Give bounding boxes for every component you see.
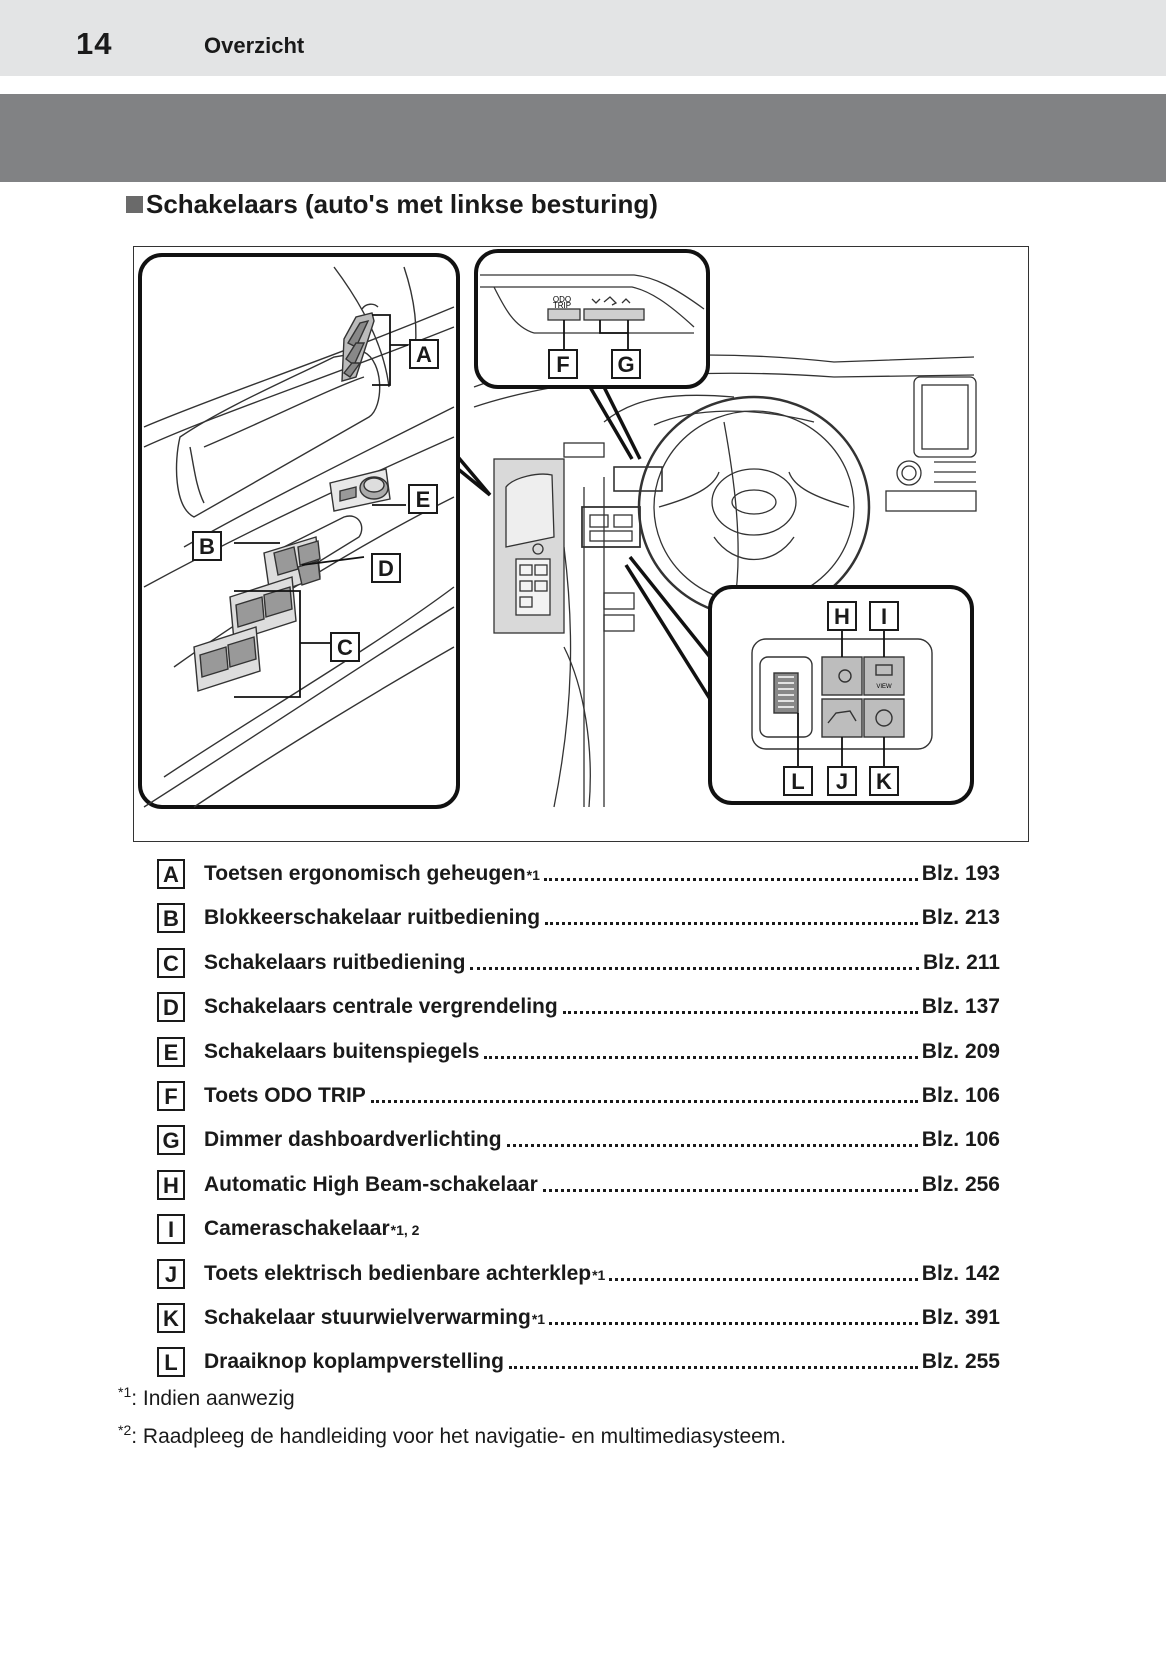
page-header-bar [0,0,1166,76]
legend-label: Automatic High Beam-schakelaar [204,1172,538,1196]
callout-label-h: H [827,601,857,631]
legend-letter: A [157,859,185,889]
page-reference[interactable]: Blz. 142 [921,1261,1000,1285]
callout-label-b: B [192,531,222,561]
footnote-ref: *1 [531,1310,546,1327]
callout-label-l: L [783,766,813,796]
page-reference[interactable]: Blz. 106 [921,1083,1000,1107]
dot-leader [562,1011,918,1015]
footnote-1: *1: Indien aanwezig [118,1384,295,1411]
page-reference[interactable]: Blz. 106 [921,1128,1000,1152]
legend-letter: I [157,1214,185,1245]
illustration-drawing: ODO TRIP [138,249,977,809]
legend-letter: C [157,947,185,978]
legend-row: E Schakelaars buitenspiegels Blz. 209 [157,1034,1000,1078]
dot-leader [484,1055,918,1059]
legend-letter: B [157,903,185,934]
dot-leader [543,878,918,881]
dot-leader [542,1188,918,1192]
legend-row: A Toetsen ergonomisch geheugen*1 Blz. 193 [157,856,1000,900]
dot-leader [470,966,919,970]
dot-leader [609,1277,918,1281]
dot-leader [370,1099,918,1103]
callout-label-g: G [611,349,641,379]
trip-text: TRIP [553,301,571,310]
legend-label: Dimmer dashboardverlichting [204,1128,502,1152]
square-bullet-icon [126,196,143,213]
callout-label-c: C [330,632,360,662]
footnote-mark: *2 [118,1422,132,1438]
footnote-ref: *1 [592,1266,606,1283]
dot-leader [549,1321,918,1325]
callout-label-k: K [869,766,899,796]
legend-row: F Toets ODO TRIP Blz. 106 [157,1078,1000,1122]
legend-letter: K [157,1302,185,1333]
legend-letter: L [157,1347,185,1378]
legend-label: Draaiknop koplampverstelling [204,1350,504,1374]
chapter-title: Overzicht [204,33,305,58]
page-reference[interactable]: Blz. 255 [921,1350,1000,1374]
legend-letter: F [157,1080,185,1111]
footnote-text: : Indien aanwezig [131,1387,295,1410]
legend-label: Schakelaars buitenspiegels [204,1039,480,1063]
legend-label: Cameraschakelaar [204,1217,390,1241]
footnote-ref: *1, 2 [390,1222,420,1239]
legend-letter: D [157,992,185,1023]
page-reference[interactable]: Blz. 211 [922,950,1000,974]
callout-label-a: A [409,339,439,369]
page-reference[interactable]: Blz. 137 [921,995,1000,1019]
section-heading: Schakelaars (auto's met linkse besturing… [126,189,658,220]
legend-letter: G [157,1125,185,1156]
legend-row: J Toets elektrisch bedienbare achterklep… [157,1256,1000,1300]
legend-label: Schakelaar stuurwielverwarming [204,1305,531,1329]
legend-label: Toets elektrisch bedienbare achterklep [204,1261,592,1285]
legend-label: Schakelaars centrale vergrendeling [204,995,558,1019]
footnote-2: *2: Raadpleeg de handleiding voor het na… [118,1422,786,1449]
dot-leader [508,1366,918,1370]
legend-letter: H [157,1169,185,1200]
odo-text: ODO [553,295,571,304]
legend-row: L Draaiknop koplampverstelling Blz. 255 [157,1344,1000,1388]
legend-row: B Blokkeerschakelaar ruitbediening Blz. 2… [157,900,1000,944]
callout-label-d: D [371,553,401,583]
dot-leader [506,1144,918,1148]
footnote-text: : Raadpleeg de handleiding voor het navi… [131,1425,787,1448]
legend-row: D Schakelaars centrale vergrendeling Blz.… [157,989,1000,1033]
legend-row: C Schakelaars ruitbediening Blz. 211 [157,945,1000,989]
callout-label-j: J [827,766,857,796]
page-number: 14 [76,26,113,61]
page-reference[interactable]: Blz. 213 [921,906,1000,930]
legend-label: Toetsen ergonomisch geheugen [204,862,526,885]
footnote-mark: *1 [118,1384,132,1400]
legend-label: Schakelaars ruitbediening [204,950,466,974]
dot-leader [545,922,918,926]
callout-label-e: E [408,484,438,514]
footnote-ref: *1 [526,867,540,883]
legend-letter: J [157,1258,185,1289]
legend-letter: E [157,1036,185,1067]
page-reference[interactable]: Blz. 209 [921,1039,1000,1063]
legend-row: H Automatic High Beam-schakelaar Blz. 256 [157,1167,1000,1211]
callout-label-i: I [869,601,899,631]
page-reference[interactable]: Blz. 391 [921,1305,1000,1329]
page-reference[interactable]: Blz. 256 [921,1172,1000,1196]
legend-row: I Cameraschakelaar*1, 2 [157,1211,1000,1255]
section-title-text: Schakelaars (auto's met linkse besturing… [146,189,658,219]
callout-label-f: F [548,349,578,379]
legend-label: Toets ODO TRIP [204,1083,366,1107]
legend-row: K Schakelaar stuurwielverwarming*1 Blz. 3… [157,1300,1000,1344]
view-text: VIEW [876,684,892,690]
page-reference[interactable]: Blz. 193 [921,862,1000,885]
switch-overview-illustration: ODO TRIP [133,246,1029,842]
legend-label: Blokkeerschakelaar ruitbediening [204,906,541,930]
header-band [0,94,1166,182]
legend-row: G Dimmer dashboardverlichting Blz. 106 [157,1122,1000,1166]
